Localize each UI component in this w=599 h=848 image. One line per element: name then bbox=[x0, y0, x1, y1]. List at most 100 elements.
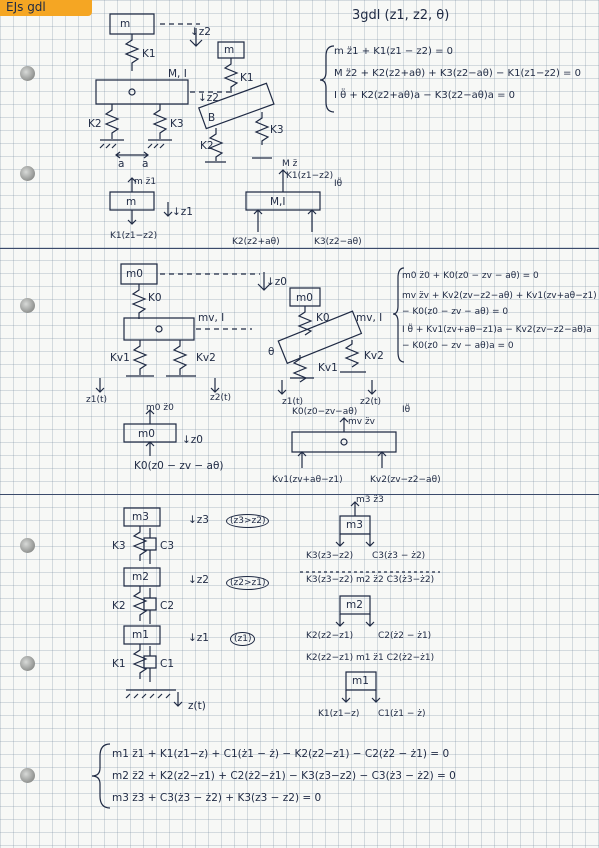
force-label: K2(z2−z1) m1 z̈1 C2(ż2−ż1) bbox=[306, 653, 435, 663]
force-label: C3(ż3 − ż2) bbox=[372, 551, 426, 561]
force-label: M z̈ bbox=[282, 159, 298, 169]
page-tab: EJs gdl bbox=[0, 0, 92, 16]
body-label: mv, I bbox=[356, 312, 383, 324]
binder-hole bbox=[20, 768, 35, 783]
binder-hole bbox=[20, 66, 35, 81]
force-label: K1(z1−z2) bbox=[286, 171, 334, 181]
mass-block-m3 bbox=[124, 508, 160, 526]
spring-label: K0 bbox=[316, 312, 330, 324]
circled-note: (z1) bbox=[230, 632, 256, 646]
force-label: C2(ż2 − ż1) bbox=[378, 631, 432, 641]
mass-label: m3 bbox=[132, 511, 149, 523]
input-label: z1(t) bbox=[282, 397, 304, 407]
spring-label: K1 bbox=[240, 72, 254, 84]
spring-label: K3 bbox=[270, 124, 284, 136]
coordinate-label: ↓z0 bbox=[266, 276, 287, 288]
tilted-body bbox=[199, 83, 274, 128]
mass-block-M bbox=[96, 80, 188, 104]
brace bbox=[92, 744, 110, 808]
fbd-mass-label: m0 bbox=[138, 428, 155, 440]
binder-hole bbox=[20, 538, 35, 553]
mass-block-m bbox=[110, 14, 154, 34]
spring-k3 bbox=[154, 104, 166, 139]
tilted-body-2 bbox=[278, 311, 361, 363]
fbd-mass-label: m1 bbox=[352, 675, 369, 687]
equation-2: M z̈2 + K2(z2+aθ) + K3(z2−aθ) − K1(z1−z2… bbox=[334, 68, 581, 79]
force-label: m0 z̈0 bbox=[146, 403, 174, 413]
force-label: K1(z1−z) bbox=[318, 709, 360, 719]
section-divider bbox=[0, 248, 599, 249]
spring-label: K0 bbox=[148, 292, 162, 304]
force-label: K3(z3−z2) m2 z̈2 C3(ż3−ż2) bbox=[306, 575, 435, 585]
force-label: Kv2(zv−z2−aθ) bbox=[370, 475, 441, 485]
coordinate-label: ↓z0 bbox=[182, 434, 203, 446]
fbd-mass-label: m3 bbox=[346, 519, 363, 531]
force-label: K0(z0 − zv − aθ) bbox=[134, 460, 224, 472]
mass-label: m1 bbox=[132, 629, 149, 641]
angle-label: θ bbox=[268, 346, 275, 358]
equation-3: I θ̈ + Kv1(zv+aθ−z1)a − Kv2(zv−z2−aθ)a bbox=[402, 325, 592, 335]
dof-title: 3gdl (z1, z2, θ) bbox=[352, 8, 450, 23]
equation-3: m3 z̈3 + C3(ż3 − ż2) + K3(z3 − z2) = 0 bbox=[112, 792, 322, 804]
force-label: K2(z2−z1) bbox=[306, 631, 354, 641]
mass-block-m1 bbox=[124, 626, 160, 644]
binder-hole bbox=[20, 166, 35, 181]
equation-1: m z̈1 + K1(z1 − z2) = 0 bbox=[334, 46, 454, 57]
coordinate-label: ↓z1 bbox=[188, 632, 209, 644]
mass-label: m0 bbox=[296, 292, 313, 304]
mass-label: m bbox=[224, 44, 235, 56]
fbd-mass-m2 bbox=[340, 596, 370, 614]
damper-label: C1 bbox=[160, 658, 175, 670]
moment-label: Iθ̈ bbox=[334, 179, 343, 189]
coordinate-label: ↓z1 bbox=[172, 206, 193, 218]
tab-label: EJs gdl bbox=[6, 0, 46, 14]
equation-2-cont: − K0(z0 − zv − aθ) = 0 bbox=[402, 307, 509, 317]
fbd-body-mv bbox=[292, 432, 396, 452]
damper-label: C3 bbox=[160, 540, 175, 552]
coordinate-label: ↓z2 bbox=[190, 26, 211, 38]
spring-label: Kv1 bbox=[110, 352, 130, 364]
section-divider bbox=[0, 494, 599, 495]
spring-label: K2 bbox=[112, 600, 126, 612]
force-label: K3(z3−z2) bbox=[306, 551, 354, 561]
spring-k1 bbox=[126, 34, 138, 71]
binder-hole bbox=[20, 656, 35, 671]
input-label: z2(t) bbox=[210, 393, 232, 403]
fbd-mass-m1 bbox=[346, 672, 376, 690]
force-label: K0(z0−zv−aθ) bbox=[292, 407, 358, 417]
force-label: K2(z2+aθ) bbox=[232, 237, 280, 247]
equation-1: m1 z̈1 + K1(z1−z) + C1(ż1 − ż) − K2(z2−z… bbox=[112, 748, 450, 760]
spring-label: Kv1 bbox=[318, 362, 338, 374]
force-label: C1(ż1 − ż) bbox=[378, 709, 426, 719]
mass-label: m2 bbox=[132, 571, 149, 583]
damper-label: C2 bbox=[160, 600, 175, 612]
body-label: B bbox=[208, 112, 216, 124]
spring-label: K2 bbox=[200, 140, 214, 152]
binder-hole bbox=[20, 298, 35, 313]
length-label: a bbox=[142, 158, 149, 170]
coordinate-label: ↓z3 bbox=[188, 514, 209, 526]
brace bbox=[320, 46, 334, 112]
spring-label: K3 bbox=[170, 118, 184, 130]
body-label: mv, I bbox=[198, 312, 225, 324]
force-label: Kv1(zv+aθ−z1) bbox=[272, 475, 343, 485]
force-label: m z̈1 bbox=[134, 177, 157, 187]
fbd-mass-label: m bbox=[126, 196, 137, 208]
circled-note: (z2>z1) bbox=[226, 576, 270, 590]
equation-3-cont: − K0(z0 − zv − aθ)a = 0 bbox=[402, 341, 514, 351]
brace bbox=[393, 268, 404, 362]
base-input-label: z(t) bbox=[188, 700, 206, 712]
length-label: a bbox=[118, 158, 125, 170]
spring-label: Kv2 bbox=[364, 350, 384, 362]
spring-label: K3 bbox=[112, 540, 126, 552]
moment-label: Iθ̈ bbox=[402, 405, 411, 415]
fbd-body-label: M,I bbox=[270, 196, 286, 208]
spring-k2 bbox=[106, 104, 118, 139]
mass-block-m2 bbox=[124, 568, 160, 586]
mass-block-mv bbox=[124, 318, 194, 340]
equation-3: I θ̈ + K2(z2+aθ)a − K3(z2−aθ)a = 0 bbox=[334, 90, 515, 101]
spring-label: K1 bbox=[112, 658, 126, 670]
input-label: z1(t) bbox=[86, 395, 108, 405]
coordinate-label: ↓z2 bbox=[188, 574, 209, 586]
force-label: m3 z̈3 bbox=[356, 495, 384, 505]
